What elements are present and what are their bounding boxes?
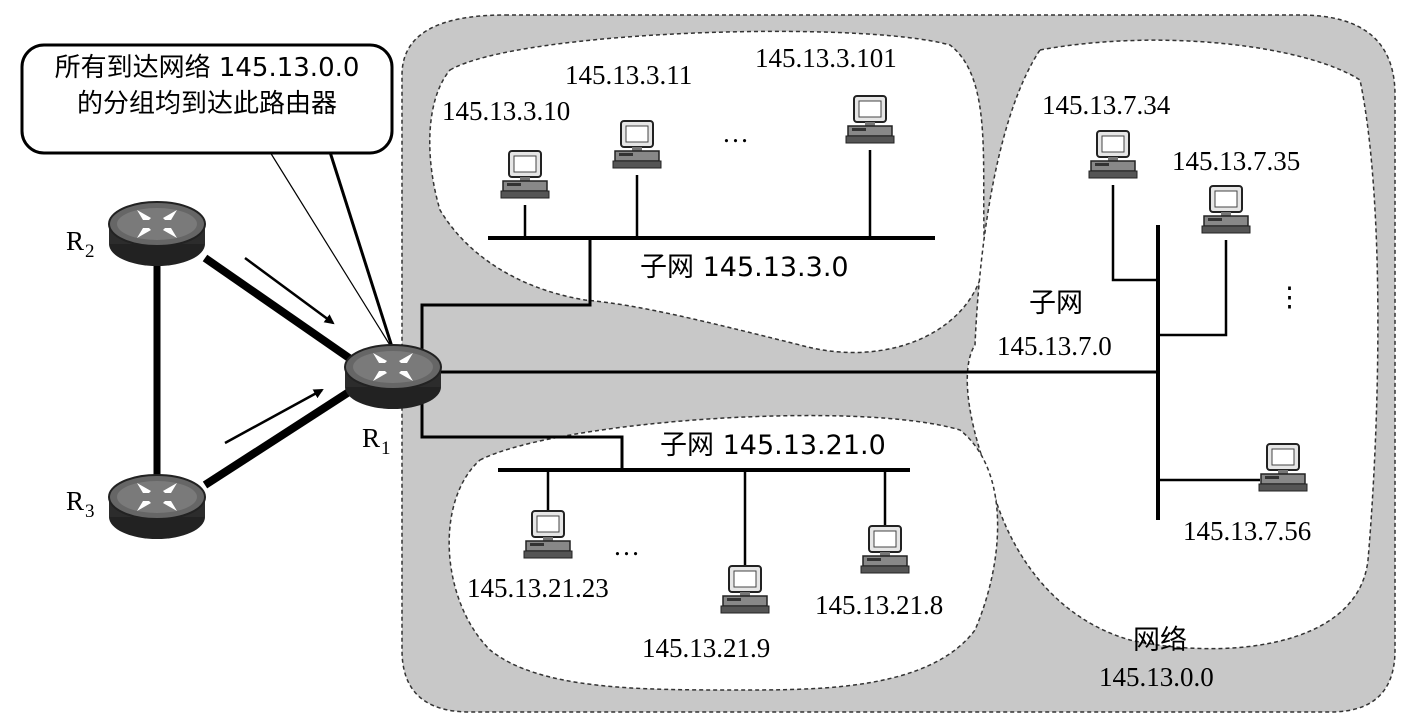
subnet-top-label: 子网 145.13.3.0 xyxy=(640,252,849,283)
subnet-bottom-label: 子网 145.13.21.0 xyxy=(660,430,886,461)
router-r3-icon xyxy=(108,474,206,540)
host-label: 145.13.21.9 xyxy=(642,633,771,663)
host-label: 145.13.3.11 xyxy=(565,60,693,90)
host-label: 145.13.7.56 xyxy=(1183,516,1312,546)
callout-text: 所有到达网络 145.13.0.0 的分组均到达此路由器 xyxy=(22,50,392,122)
link-r2-r1 xyxy=(202,254,355,364)
computer-icon xyxy=(720,565,770,614)
computer-icon xyxy=(1088,130,1138,179)
callout-pointer-thin xyxy=(269,151,394,351)
router-r2-letter: R xyxy=(66,226,85,256)
subnet-top-area xyxy=(429,30,986,354)
host-label: 145.13.3.101 xyxy=(755,43,897,73)
host-label: 145.13.21.23 xyxy=(467,573,609,603)
computer-icon xyxy=(1258,443,1308,492)
router-r2-subscript: 2 xyxy=(85,241,95,262)
computer-icon xyxy=(612,120,662,169)
computer-icon xyxy=(1201,185,1251,234)
arrow-r3-to-r1 xyxy=(224,388,324,445)
network-address: 145.13.0.0 xyxy=(1099,662,1214,692)
router-r3-subscript: 3 xyxy=(85,501,95,522)
host-label: 145.13.3.10 xyxy=(442,96,571,126)
subnet-top-ellipsis: … xyxy=(722,118,749,148)
host-label: 145.13.7.34 xyxy=(1042,90,1171,120)
link-r3-r1 xyxy=(202,386,355,489)
drop-7-35 xyxy=(1158,240,1228,337)
router-r3-letter: R xyxy=(66,486,85,516)
host-label: 145.13.21.8 xyxy=(815,590,944,620)
router-r3-label: R3 xyxy=(66,486,95,522)
router-r2-label: R2 xyxy=(66,226,95,262)
link-r1-subnet-bottom xyxy=(420,395,624,470)
network-label: 网络 xyxy=(1133,625,1187,656)
computer-icon xyxy=(500,150,550,199)
callout-line-1: 所有到达网络 145.13.0.0 xyxy=(54,53,360,83)
router-r1-icon xyxy=(344,344,442,410)
host-label: 145.13.7.35 xyxy=(1172,146,1301,176)
router-r1-label: R1 xyxy=(362,423,391,459)
link-r1-subnet-top xyxy=(420,238,592,350)
computer-icon xyxy=(523,510,573,559)
subnet-right-ellipsis: ⋮ xyxy=(1276,282,1303,312)
callout-box xyxy=(20,43,394,155)
subnet-right-area xyxy=(966,39,1379,650)
subnet-bottom-area xyxy=(448,414,999,691)
subnet-right-label: 子网 xyxy=(1029,288,1083,319)
subnet-right-address: 145.13.7.0 xyxy=(997,331,1112,361)
computer-icon xyxy=(860,525,910,574)
callout-pointer-thick xyxy=(328,151,395,351)
router-r1-subscript: 1 xyxy=(381,438,391,459)
computer-icon xyxy=(845,95,895,144)
router-r1-letter: R xyxy=(362,423,381,453)
router-r2-icon xyxy=(108,201,206,267)
callout-line-2: 的分组均到达此路由器 xyxy=(76,89,337,119)
arrow-r2-to-r1 xyxy=(244,256,335,325)
subnet-bottom-ellipsis: … xyxy=(613,531,640,561)
drop-7-34 xyxy=(1111,185,1158,282)
